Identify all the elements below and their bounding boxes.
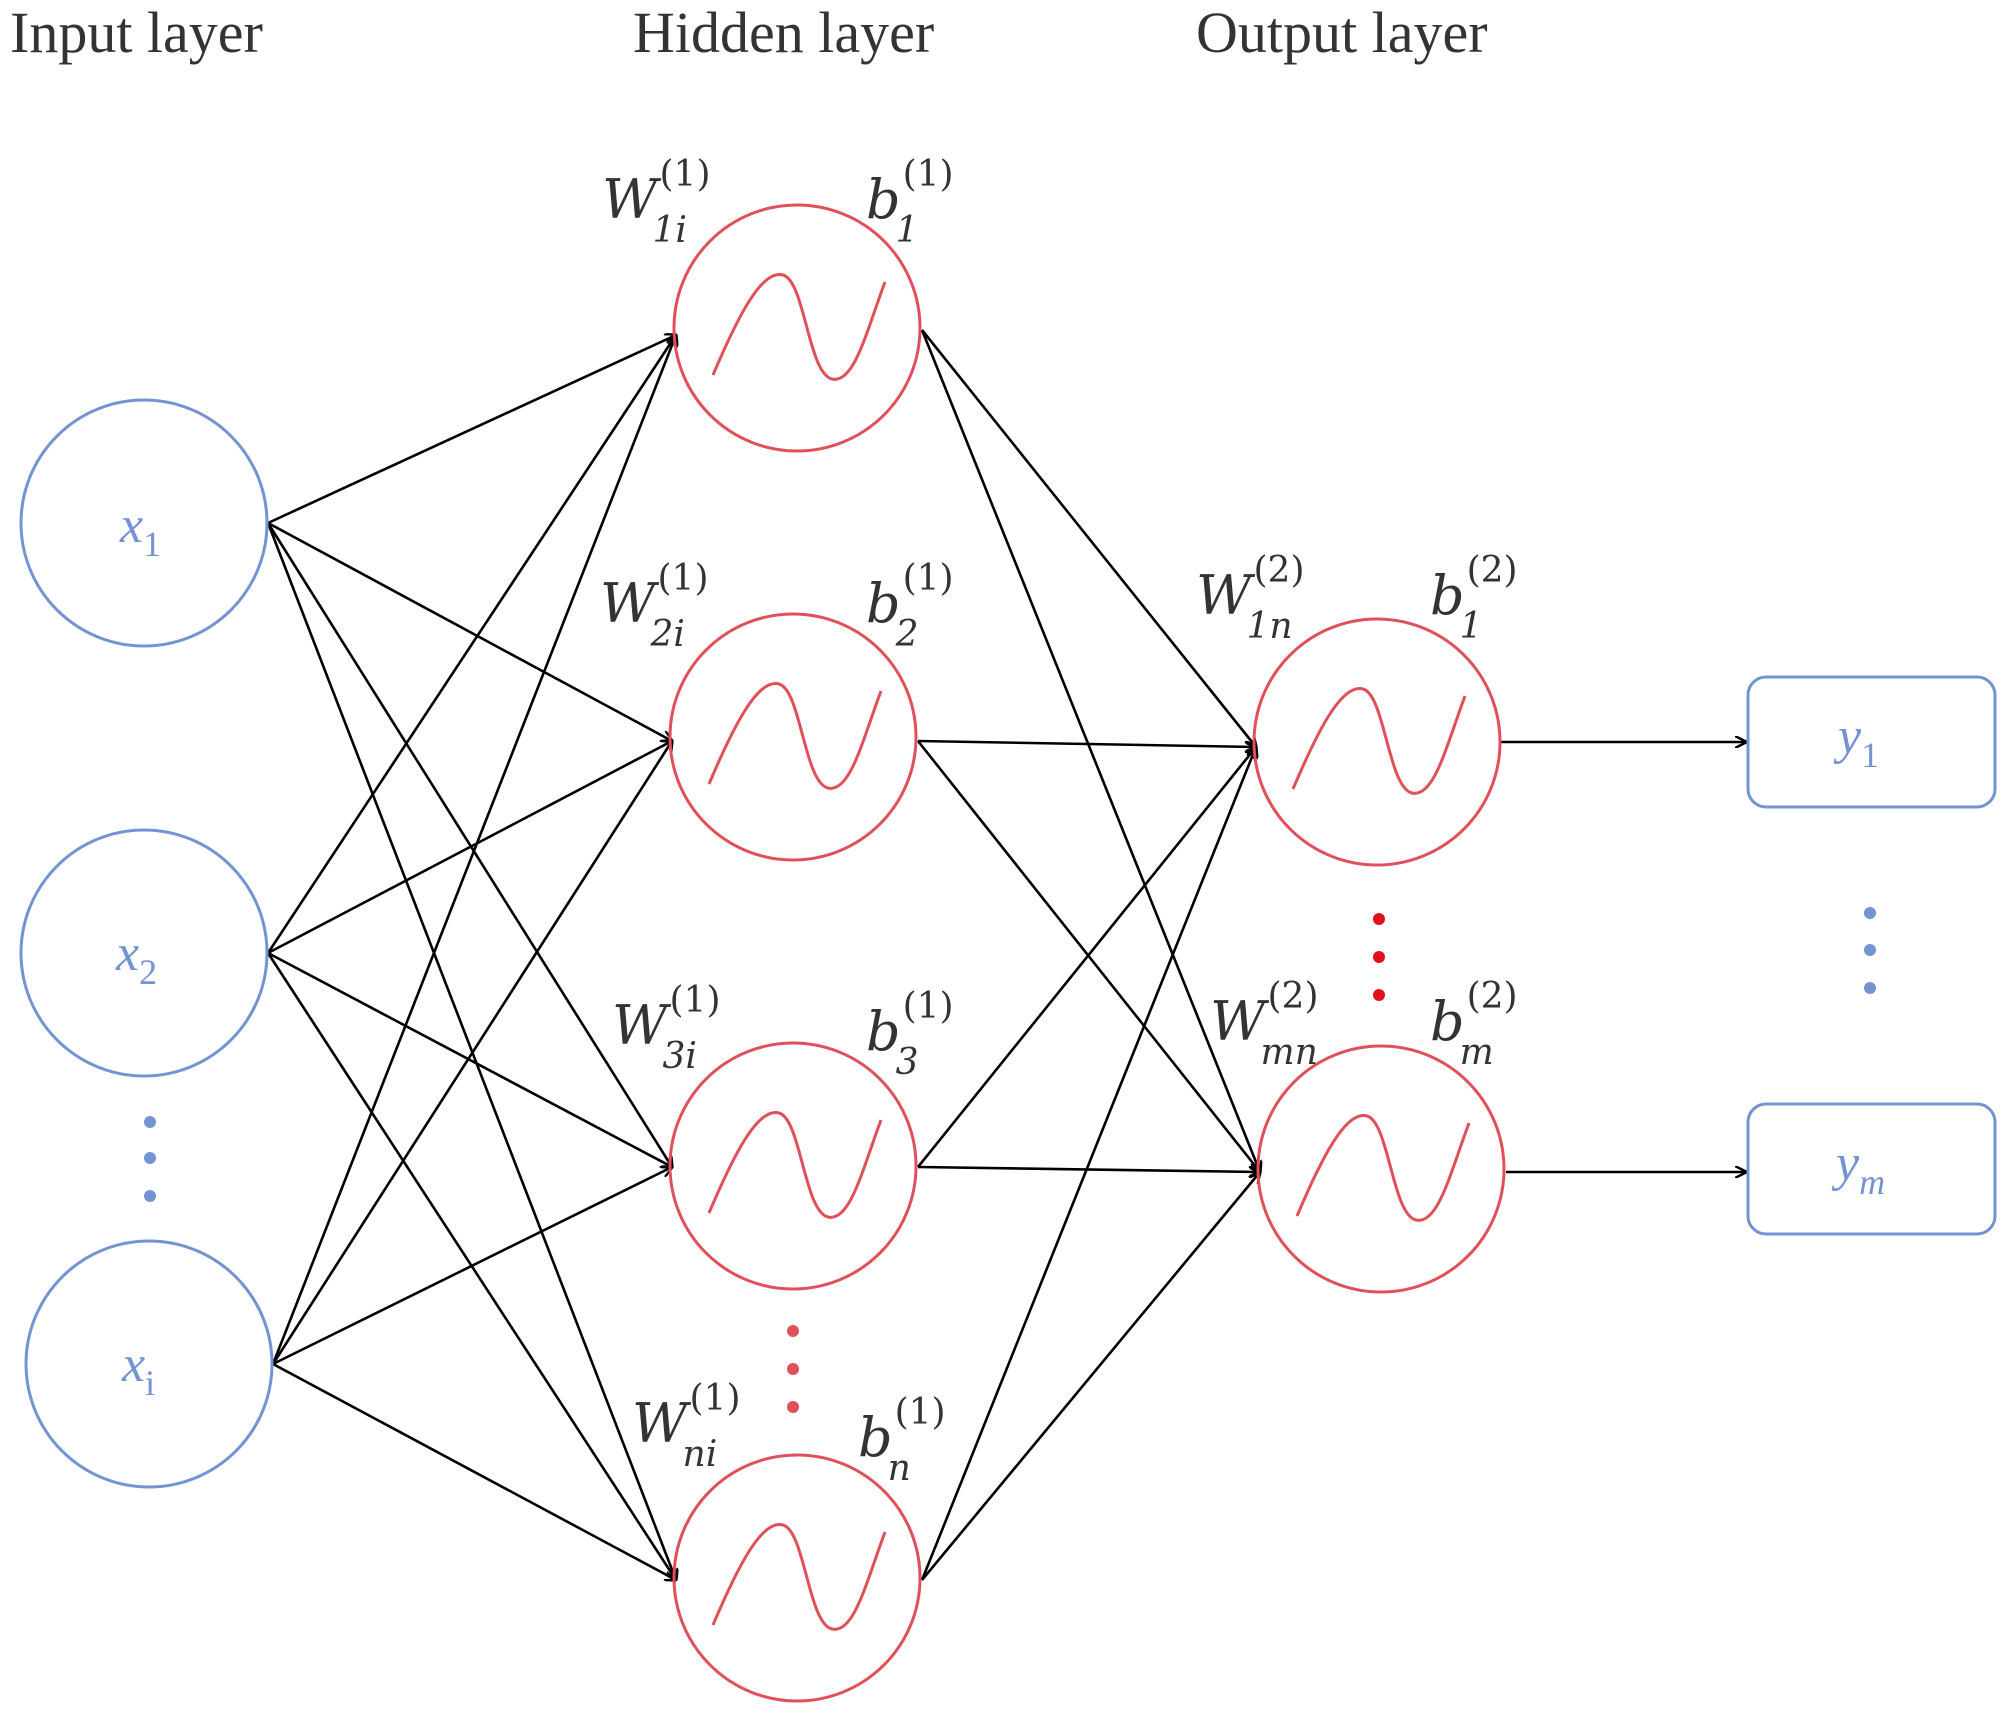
hidden-neurons (668, 203, 922, 1703)
output-neuron-m (1256, 1044, 1506, 1294)
weight-label-hidden-3: W(1)3i (612, 980, 721, 1077)
edge-input-1-to-hidden-1 (267, 335, 676, 525)
edge-hidden-4-to-output-2 (920, 1172, 1260, 1581)
weight-label-hidden-1: W(1)1i (602, 154, 711, 251)
input-sub: i (145, 1363, 155, 1403)
edge-input-2-to-hidden-1 (266, 335, 676, 954)
output-neuron-1 (1252, 617, 1502, 867)
input-var: x (115, 925, 139, 982)
input-var: x (119, 497, 143, 554)
output-sub: 1 (1861, 735, 1879, 775)
weight-label-hidden-n: W(1)ni (632, 1378, 741, 1475)
sine-wave-icon (1291, 687, 1467, 795)
output-var: y (1831, 1135, 1860, 1192)
bias-label-hidden-1: b(1)1 (866, 154, 954, 251)
sine-wave-icon (711, 1523, 887, 1631)
output-parameter-labels: W(2)1n b(2)1 W(2)mn b(2)m (1196, 550, 1518, 1073)
weight-label-output-1: W(2)1n (1196, 550, 1305, 647)
edge-input-3-to-hidden-3 (272, 1167, 672, 1366)
output-sub: m (1859, 1162, 1885, 1202)
connection-edges (266, 329, 1746, 1581)
input-nodes: x1 x2 xi (19, 398, 274, 1489)
weight-label-output-m: W(2)mn (1210, 976, 1319, 1073)
hidden-ellipsis-dots (787, 1325, 799, 1413)
edge-input-2-to-hidden-3 (267, 951, 672, 1167)
hidden-parameter-labels: W(1)1i b(1)1 W(1)2i b(1)2 W(1)3i b(1)3 W… (600, 154, 954, 1489)
output-box-1: y1 (1746, 675, 1997, 809)
svg-text:x1: x1 (119, 497, 161, 564)
input-sub: 2 (139, 952, 157, 992)
svg-text:xi: xi (121, 1336, 155, 1403)
bias-label-hidden-n: b(1)n (858, 1392, 946, 1489)
output-var: y (1833, 708, 1862, 765)
output-layer-title: Output layer (1196, 0, 1488, 65)
input-node-1: x1 (19, 398, 269, 648)
edge-input-2-to-hidden-2 (267, 741, 672, 955)
edge-hidden-2-to-output-1 (917, 739, 1256, 747)
output-neuron-ellipsis-dots (1373, 913, 1385, 1001)
edge-input-1-to-hidden-2 (267, 521, 672, 741)
bias-label-hidden-2: b(1)2 (866, 558, 954, 655)
svg-text:x2: x2 (115, 925, 157, 992)
output-neurons (1252, 617, 1506, 1294)
edge-hidden-4-to-output-1 (920, 747, 1256, 1581)
svg-text:y1: y1 (1833, 708, 1879, 775)
edge-hidden-3-to-output-2 (917, 1165, 1260, 1172)
input-node-2: x2 (19, 828, 269, 1078)
hidden-neuron-2 (668, 612, 918, 862)
edge-hidden-1-to-output-2 (920, 329, 1260, 1172)
output-box-m: ym (1746, 1102, 1997, 1236)
input-ellipsis-dots (144, 1116, 156, 1202)
output-ellipsis-dots (1864, 907, 1876, 994)
input-node-i: xi (24, 1239, 274, 1489)
output-boxes: y1 ym (1746, 675, 1997, 1236)
edge-input-1-to-hidden-3 (266, 522, 672, 1167)
bias-label-output-1: b(2)1 (1430, 550, 1518, 647)
svg-text:ym: ym (1831, 1135, 1885, 1202)
input-var: x (121, 1336, 145, 1393)
hidden-neuron-n (672, 1453, 922, 1703)
bias-label-output-m: b(2)m (1430, 976, 1518, 1073)
weight-label-hidden-2: W(1)2i (600, 558, 709, 655)
bias-label-hidden-3: b(1)3 (866, 986, 954, 1083)
sine-wave-icon (711, 273, 887, 381)
hidden-neuron-3 (668, 1041, 918, 1291)
edge-input-3-to-hidden-2 (271, 741, 672, 1365)
hidden-neuron-1 (672, 203, 922, 453)
input-layer-title: Input layer (10, 0, 263, 65)
sine-wave-icon (707, 1111, 883, 1219)
edge-hidden-1-to-output-1 (920, 329, 1256, 747)
edge-input-3-to-hidden-1 (271, 335, 676, 1365)
edge-input-3-to-hidden-4 (272, 1362, 676, 1580)
sine-wave-icon (707, 682, 883, 790)
edge-hidden-3-to-output-1 (916, 747, 1256, 1168)
input-sub: 1 (143, 524, 161, 564)
hidden-layer-title: Hidden layer (633, 0, 934, 65)
sine-wave-icon (1295, 1114, 1471, 1222)
